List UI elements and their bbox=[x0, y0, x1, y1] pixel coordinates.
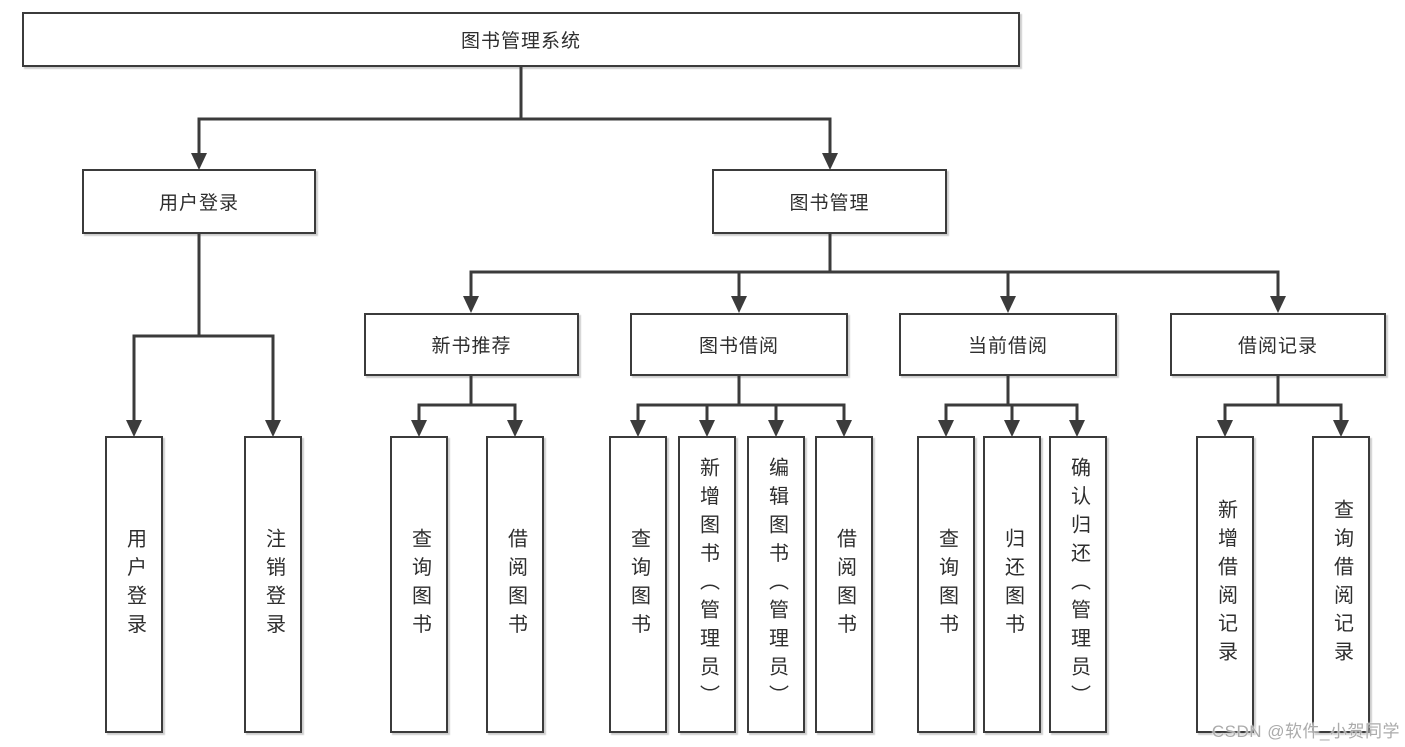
leaf-confirm-return-admin-label: 确认归还（管理员） bbox=[1067, 456, 1090, 713]
arrowhead-icon bbox=[822, 153, 838, 170]
leaf-query-books-current: 查询图书 bbox=[917, 436, 975, 733]
leaf-edit-book-admin: 编辑图书（管理员） bbox=[747, 436, 805, 733]
leaf-query-books-current-label: 查询图书 bbox=[935, 527, 958, 642]
arrowhead-icon bbox=[768, 420, 784, 437]
node-current-borrowing: 当前借阅 bbox=[899, 313, 1117, 376]
arrowhead-icon bbox=[507, 420, 523, 437]
wire-current-borrow bbox=[944, 374, 1079, 423]
leaf-query-books-borrowing-label: 查询图书 bbox=[627, 527, 650, 642]
node-user-login-group-label: 用户登录 bbox=[158, 193, 239, 214]
leaf-query-books-borrowing: 查询图书 bbox=[609, 436, 667, 733]
arrowhead-icon bbox=[411, 420, 427, 437]
arrowhead-icon bbox=[1004, 420, 1020, 437]
leaf-query-books-recommend: 查询图书 bbox=[390, 436, 448, 733]
wire-user-login bbox=[132, 232, 275, 423]
leaf-borrow-books-borrowing-label: 借阅图书 bbox=[833, 527, 856, 642]
arrowhead-icon bbox=[191, 153, 207, 170]
leaf-borrow-books-recommend-label: 借阅图书 bbox=[504, 527, 527, 642]
node-new-book-recommend-label: 新书推荐 bbox=[431, 336, 512, 357]
leaf-edit-book-admin-label: 编辑图书（管理员） bbox=[765, 456, 788, 713]
node-book-borrowing: 图书借阅 bbox=[630, 313, 848, 376]
leaf-borrow-books-recommend: 借阅图书 bbox=[486, 436, 544, 733]
arrowheads bbox=[126, 153, 1349, 437]
wire-book-borrow bbox=[636, 374, 846, 423]
wire-new-book bbox=[417, 374, 517, 423]
leaf-user-login-label: 用户登录 bbox=[123, 527, 146, 642]
wire-borrow-records bbox=[1223, 374, 1343, 423]
leaf-return-books-label: 归还图书 bbox=[1001, 527, 1024, 642]
arrowhead-icon bbox=[938, 420, 954, 437]
node-root: 图书管理系统 bbox=[22, 12, 1020, 67]
arrowhead-icon bbox=[1000, 296, 1016, 313]
wire-book-mgmt bbox=[469, 232, 1280, 299]
arrowhead-icon bbox=[1069, 420, 1085, 437]
leaf-borrow-books-borrowing: 借阅图书 bbox=[815, 436, 873, 733]
leaf-add-book-admin-label: 新增图书（管理员） bbox=[696, 456, 719, 713]
arrowhead-icon bbox=[731, 296, 747, 313]
leaf-add-borrow-record: 新增借阅记录 bbox=[1196, 436, 1254, 733]
arrowhead-icon bbox=[126, 420, 142, 437]
leaf-user-login: 用户登录 bbox=[105, 436, 163, 733]
wire-root bbox=[197, 66, 832, 155]
leaf-query-borrow-record: 查询借阅记录 bbox=[1312, 436, 1370, 733]
node-borrowing-records: 借阅记录 bbox=[1170, 313, 1386, 376]
arrowhead-icon bbox=[1333, 420, 1349, 437]
arrowhead-icon bbox=[265, 420, 281, 437]
node-book-borrowing-label: 图书借阅 bbox=[698, 336, 779, 357]
leaf-logout: 注销登录 bbox=[244, 436, 302, 733]
watermark: CSDN @软件_小贺同学 bbox=[1211, 722, 1400, 741]
leaf-confirm-return-admin: 确认归还（管理员） bbox=[1049, 436, 1107, 733]
leaf-return-books: 归还图书 bbox=[983, 436, 1041, 733]
leaf-add-borrow-record-label: 新增借阅记录 bbox=[1214, 499, 1237, 670]
node-user-login-group: 用户登录 bbox=[82, 169, 316, 234]
node-new-book-recommend: 新书推荐 bbox=[364, 313, 579, 376]
arrowhead-icon bbox=[463, 296, 479, 313]
node-root-label: 图书管理系统 bbox=[460, 31, 581, 52]
node-book-management-label: 图书管理 bbox=[789, 193, 870, 214]
leaf-add-book-admin: 新增图书（管理员） bbox=[678, 436, 736, 733]
arrowhead-icon bbox=[699, 420, 715, 437]
arrowhead-icon bbox=[1270, 296, 1286, 313]
arrowhead-icon bbox=[836, 420, 852, 437]
leaf-query-borrow-record-label: 查询借阅记录 bbox=[1330, 499, 1353, 670]
node-current-borrowing-label: 当前借阅 bbox=[967, 336, 1048, 357]
arrowhead-icon bbox=[630, 420, 646, 437]
leaf-query-books-recommend-label: 查询图书 bbox=[408, 527, 431, 642]
node-book-management: 图书管理 bbox=[712, 169, 947, 234]
arrowhead-icon bbox=[1217, 420, 1233, 437]
leaf-logout-label: 注销登录 bbox=[262, 527, 285, 642]
node-borrowing-records-label: 借阅记录 bbox=[1237, 336, 1318, 357]
